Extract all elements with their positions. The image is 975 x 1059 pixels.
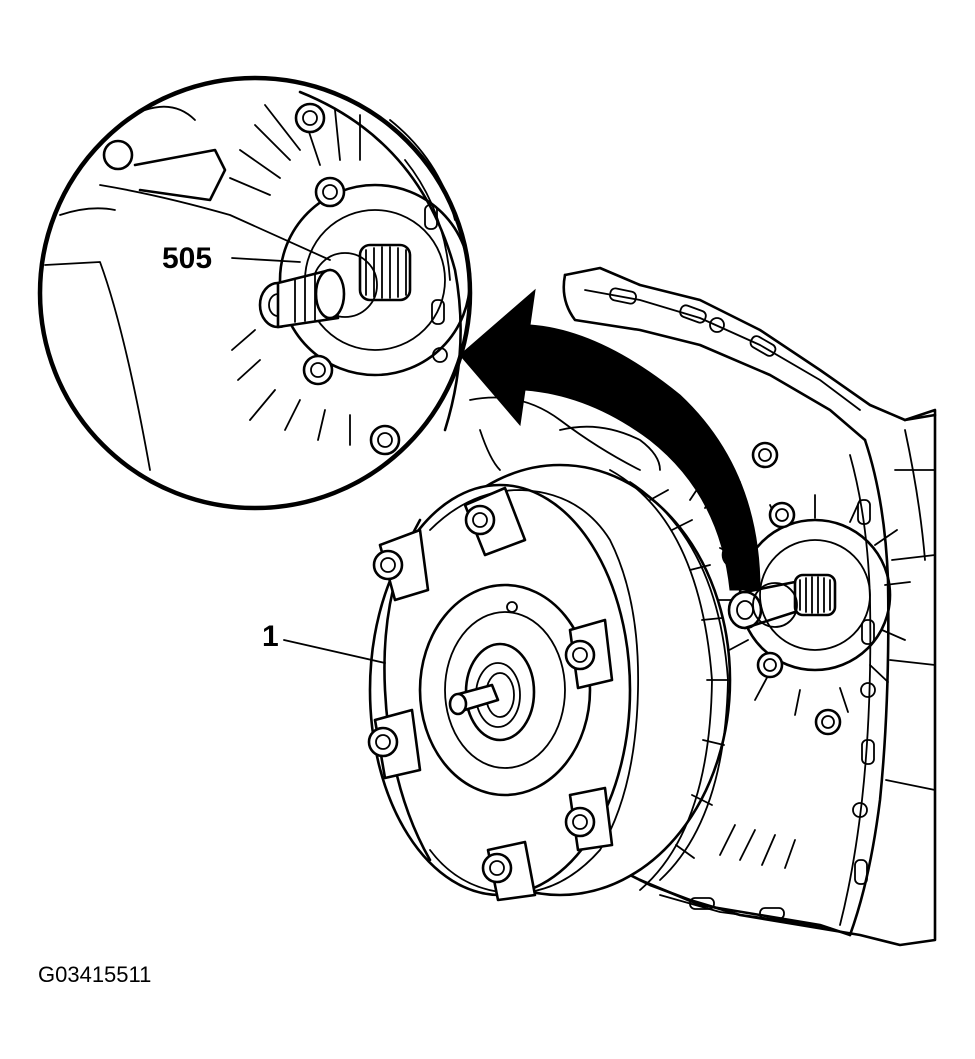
callout-505-label: 505 — [162, 242, 212, 275]
callout-505: 505 — [162, 242, 301, 275]
detail-view — [37, 75, 473, 511]
callout-1: 1 — [262, 620, 386, 664]
converter-lugs — [367, 486, 614, 902]
figure-id: G03415511 — [38, 962, 151, 987]
direction-arrow — [459, 288, 761, 591]
callout-1-label: 1 — [262, 620, 279, 653]
torque-converter — [367, 463, 732, 902]
